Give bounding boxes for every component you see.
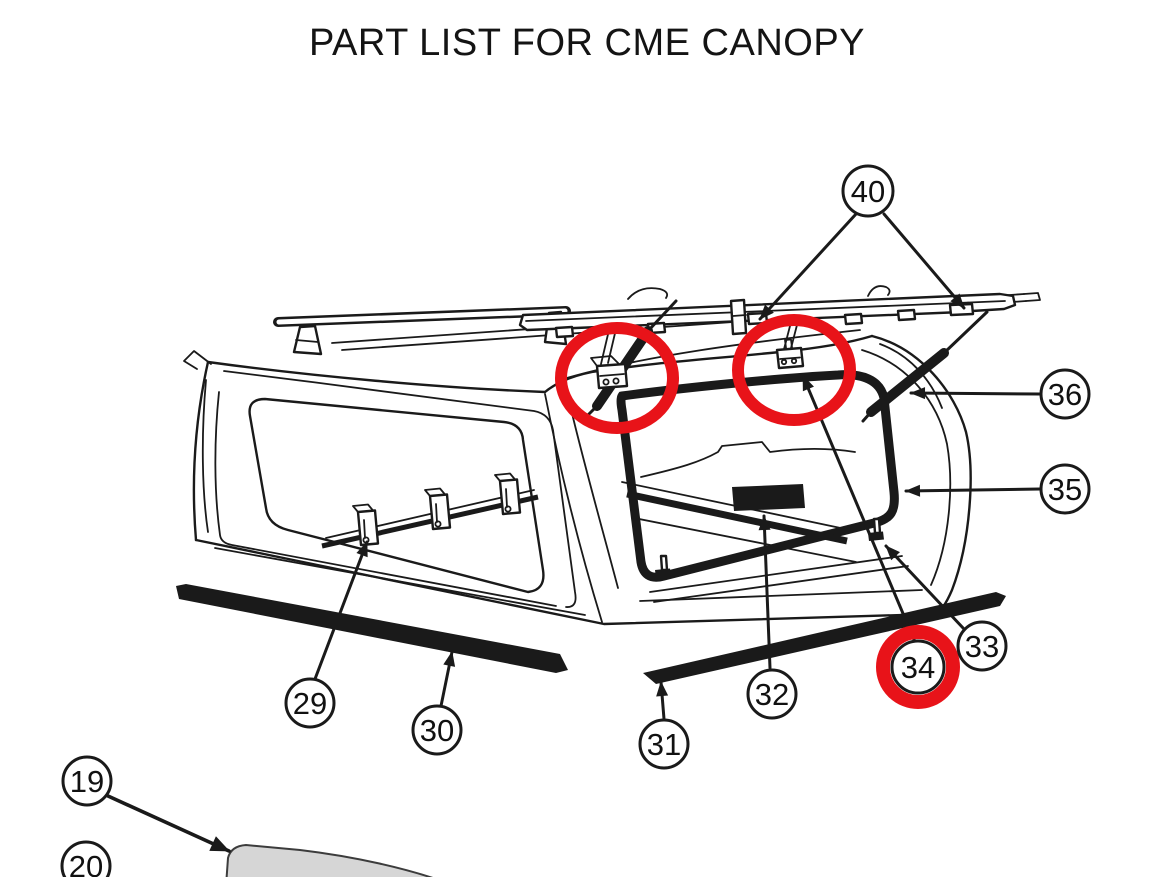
callout-35-leader	[904, 484, 1042, 497]
rear-right-pillar-inner	[861, 349, 952, 586]
callout-29-circle	[284, 677, 336, 729]
callout-40-label: 40	[851, 174, 885, 209]
side-window	[214, 370, 577, 608]
callout-29: 29	[284, 677, 336, 729]
callout-30: 30	[411, 704, 463, 756]
door-handle	[627, 287, 669, 300]
callout-19: 19	[61, 755, 113, 807]
callout-32-label: 32	[755, 677, 789, 712]
callout-36: 36	[1039, 368, 1091, 420]
trim-strip-right	[643, 592, 1006, 684]
callout-20-circle	[60, 840, 112, 877]
callout-31-leader	[656, 680, 669, 721]
callout-34-label: 34	[901, 650, 935, 685]
rear-rail-pad	[732, 484, 805, 511]
door-tab	[554, 325, 575, 339]
callout-33-leader	[884, 544, 966, 631]
callout-35-circle	[1039, 463, 1091, 515]
bed-clamp	[352, 503, 380, 547]
rack-foot-left	[292, 324, 323, 356]
callout-19-circle	[61, 755, 113, 807]
callouts: 40 36 35 33 34 32	[60, 164, 1091, 877]
callout-leaders	[106, 212, 1042, 853]
callout-34-leader	[801, 374, 917, 644]
callout-40-circle	[841, 164, 895, 218]
bed-clamp	[494, 472, 522, 516]
callout-20: 20	[60, 840, 112, 877]
canopy-line-art	[176, 285, 1041, 877]
door-clamp	[729, 298, 748, 336]
callout-19-label: 19	[70, 764, 104, 799]
page-title: PART LIST FOR CME CANOPY	[308, 22, 866, 64]
callout-31-circle	[638, 718, 690, 770]
callout-31-label: 31	[647, 727, 681, 762]
callout-34-circle	[890, 639, 946, 695]
callout-34: 34	[890, 639, 946, 695]
callout-40: 40	[841, 164, 895, 218]
rear-opening-interior	[621, 441, 909, 603]
callout-40-leader	[758, 212, 858, 321]
callout-35: 35	[1039, 463, 1091, 515]
rear-door-seal	[616, 370, 899, 582]
callout-30-leader	[439, 650, 456, 708]
callout-36-label: 36	[1048, 377, 1082, 412]
gas-strut-right	[861, 310, 989, 423]
door-hook	[867, 285, 891, 297]
callout-36-leader	[909, 387, 1042, 400]
callout-30-circle	[411, 704, 463, 756]
callout-33: 33	[956, 620, 1008, 672]
callout-36-circle	[1039, 368, 1091, 420]
canopy-body	[183, 329, 972, 626]
door-latch-left	[590, 355, 629, 390]
callout-32: 32	[746, 668, 798, 720]
red-highlights	[555, 314, 960, 709]
sill-pin-left	[655, 554, 671, 578]
door-tab	[843, 312, 864, 326]
bed-clamp	[424, 487, 452, 531]
cab-window-contour	[640, 441, 856, 478]
door-tab	[896, 308, 917, 322]
trim-strip-left	[176, 584, 568, 673]
callout-31: 31	[638, 718, 690, 770]
callout-32-leader	[758, 514, 772, 670]
highlight-left-hinge	[555, 322, 679, 434]
callout-20-label: 20	[69, 849, 103, 877]
highlight-callout-34	[876, 625, 960, 709]
callout-29-leader	[313, 540, 369, 681]
callout-33-label: 33	[965, 629, 999, 664]
highlight-right-hinge	[732, 314, 856, 426]
callout-19-leader	[106, 794, 231, 853]
window-panel-partial	[225, 843, 434, 877]
callout-30-label: 30	[420, 713, 454, 748]
callout-40-leader	[882, 212, 966, 310]
bed-clamps	[352, 472, 522, 547]
callout-29-label: 29	[293, 686, 327, 721]
callout-33-circle	[956, 620, 1008, 672]
door-latch-right	[775, 338, 805, 370]
callout-35-label: 35	[1048, 472, 1082, 507]
callout-32-circle	[746, 668, 798, 720]
